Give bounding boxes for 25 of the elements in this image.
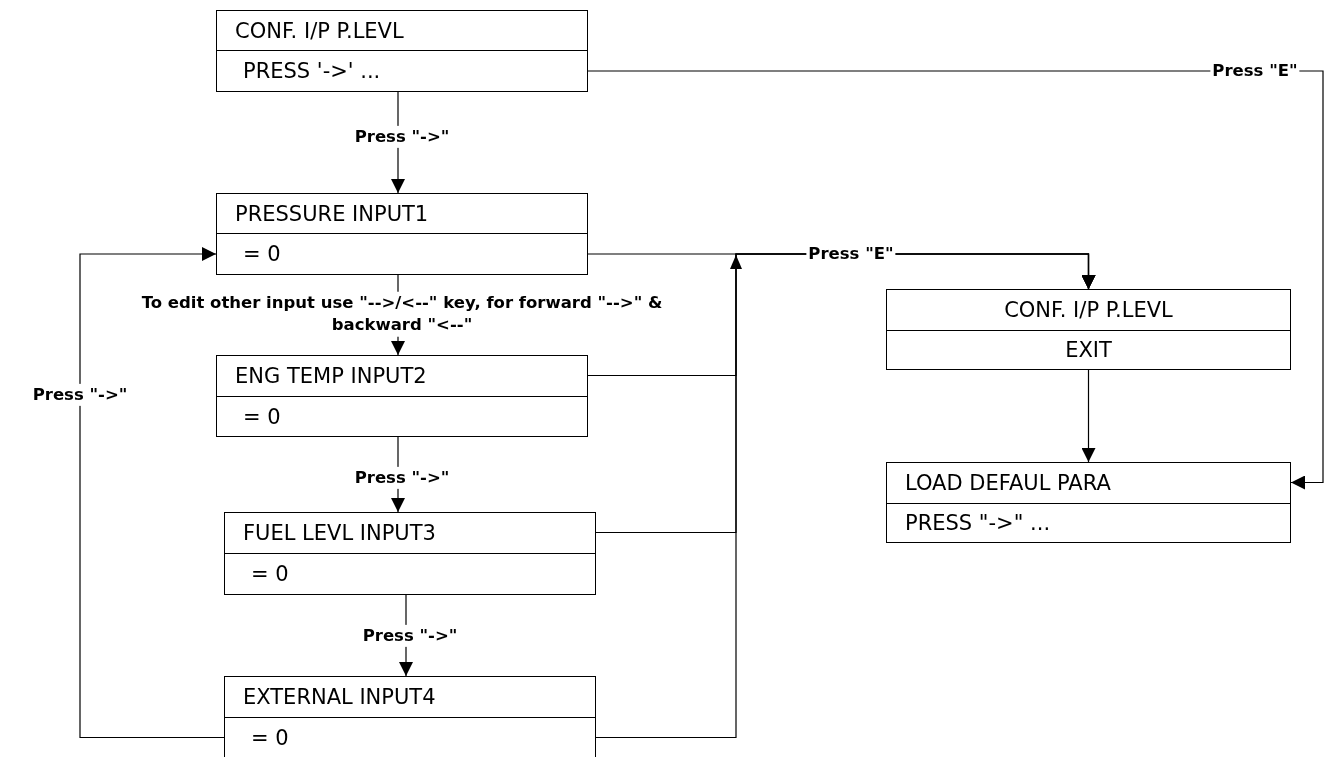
display-heading: PRESSURE INPUT1 [235, 201, 429, 226]
arrow [587, 70, 1324, 490]
display-box [216, 10, 588, 92]
display-box [224, 512, 596, 595]
display-value: = 0 [251, 725, 289, 750]
display-box [886, 462, 1291, 543]
display-heading: CONF. I/P P.LEVL [1004, 298, 1173, 322]
display-value: EXIT [1065, 338, 1112, 362]
display-value: PRESS "->" ... [905, 511, 1051, 535]
display-heading: ENG TEMP INPUT2 [235, 364, 427, 388]
display-heading: CONF. I/P P.LEVL [235, 18, 404, 43]
display-value: = 0 [251, 562, 289, 586]
display-heading: LOAD DEFAUL PARA [905, 471, 1111, 495]
display-box [224, 676, 596, 757]
display-value: = 0 [243, 242, 281, 266]
display-box [886, 289, 1291, 370]
display-value: = 0 [243, 404, 281, 429]
display-heading: EXTERNAL INPUT4 [243, 685, 436, 709]
arrow [1081, 369, 1096, 463]
display-box [216, 193, 588, 275]
display-heading: FUEL LEVL INPUT3 [243, 521, 436, 545]
display-box [216, 355, 588, 437]
arrow [595, 253, 1096, 739]
display-value: PRESS '->' ... [243, 59, 381, 83]
arrow [79, 247, 225, 739]
